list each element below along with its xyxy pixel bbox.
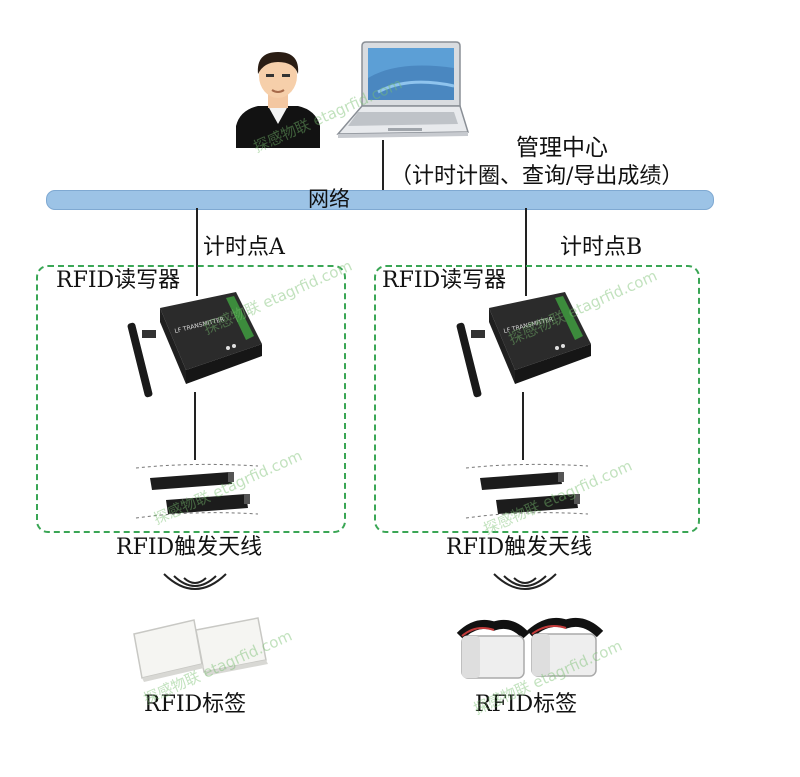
point-b-antenna — [465, 463, 589, 519]
user-icon — [236, 52, 320, 148]
point-a-reader-device: LF TRANSMITTER — [127, 286, 270, 406]
point-a-tag-label: RFID标签 — [144, 692, 247, 717]
point-a-antenna — [135, 463, 259, 519]
network-label: 网络 — [308, 187, 350, 211]
point-b-connector-line — [525, 208, 527, 296]
point-b-box — [374, 265, 700, 533]
laptop-icon — [336, 41, 470, 138]
point-a-box — [36, 265, 346, 533]
point-b-tag-wristbands — [456, 617, 604, 679]
point-b-reader-label: RFID读写器 — [382, 268, 507, 293]
point-b-label: 计时点B — [560, 235, 643, 260]
point-b-signal-icon — [493, 573, 557, 590]
point-b-tag-label: RFID标签 — [475, 692, 578, 717]
management-connector-line — [382, 140, 384, 192]
point-a-reader-label: RFID读写器 — [56, 268, 181, 293]
point-a-tag-cards — [133, 617, 268, 682]
network-bar — [46, 190, 714, 210]
point-b-reader-antenna-line — [522, 392, 524, 460]
management-subtitle: （计时计圈、查询/导出成绩） — [390, 164, 684, 189]
point-a-connector-line — [196, 208, 198, 296]
point-a-signal-icon — [163, 573, 227, 590]
point-a-reader-antenna-line — [194, 392, 196, 460]
point-a-antenna-label: RFID触发天线 — [116, 535, 263, 560]
management-title: 管理中心 — [516, 135, 608, 161]
point-a-label: 计时点A — [203, 235, 285, 260]
point-b-reader-device: LF TRANSMITTER — [456, 286, 599, 406]
point-b-antenna-label: RFID触发天线 — [446, 535, 593, 560]
